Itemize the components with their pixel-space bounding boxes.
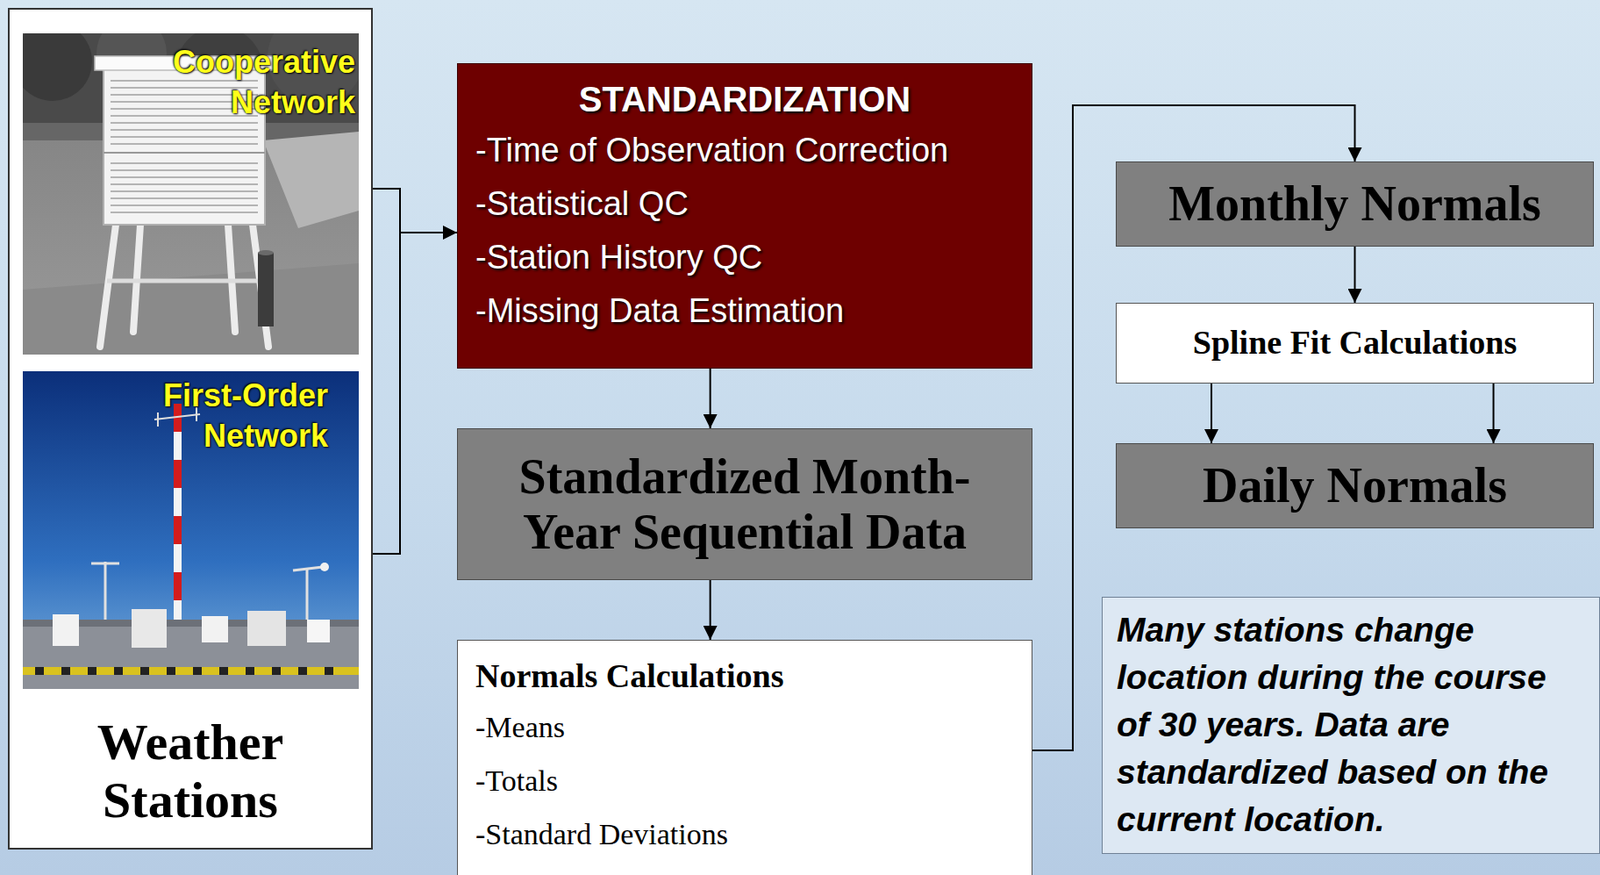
- box-heading: Monthly Normals: [1168, 177, 1542, 232]
- panel-ground: [7, 7, 373, 850]
- network-label: Cooperative Network: [135, 42, 356, 123]
- output-box: Daily Normals: [1115, 442, 1594, 529]
- data-box: Standardized Month-Year Sequential Data: [457, 428, 1033, 580]
- box-heading: STANDARDIZATION: [475, 74, 1015, 124]
- box-heading: Spline Fit Calculations: [1192, 322, 1518, 364]
- flow-arrow: [1492, 383, 1495, 443]
- box-line: -Missing Data Estimation: [475, 284, 1015, 338]
- note-box: Many stations change location during the…: [1101, 596, 1600, 854]
- box-line: -Standard Deviations: [475, 807, 1015, 861]
- flow-arrow: [709, 579, 712, 640]
- output-box: Monthly Normals: [1115, 161, 1594, 247]
- box-heading: Daily Normals: [1202, 458, 1508, 514]
- box-line: -Totals: [475, 753, 1015, 808]
- box-heading: Standardized Month-Year Sequential Data: [470, 449, 1020, 559]
- box-line: -Station History QC: [475, 230, 1015, 285]
- flow-arrow: [709, 368, 712, 429]
- box-heading: Normals Calculations: [475, 650, 1015, 700]
- merge-bracket: [372, 232, 400, 554]
- box-heading: Weather Stations: [16, 713, 365, 830]
- box-line: -Statistical QC: [475, 177, 1015, 231]
- box-line: -Means: [475, 700, 1015, 754]
- flow-arrow: [1354, 246, 1357, 303]
- network-label: First-Order Network: [117, 375, 329, 457]
- calculation-box: Normals Calculations-Means-Totals-Standa…: [457, 639, 1033, 875]
- process-box: STANDARDIZATION-Time of Observation Corr…: [457, 63, 1033, 369]
- first-order-photo: [22, 371, 359, 689]
- flow-arrow: [1210, 383, 1213, 443]
- box-heading: Many stations change location during the…: [1116, 606, 1586, 843]
- flow-arrow: [372, 188, 458, 233]
- box-line: -Time of Observation Correction: [475, 123, 1015, 178]
- process-box: Spline Fit Calculations: [1115, 302, 1594, 384]
- cooperative-photo: [22, 33, 359, 355]
